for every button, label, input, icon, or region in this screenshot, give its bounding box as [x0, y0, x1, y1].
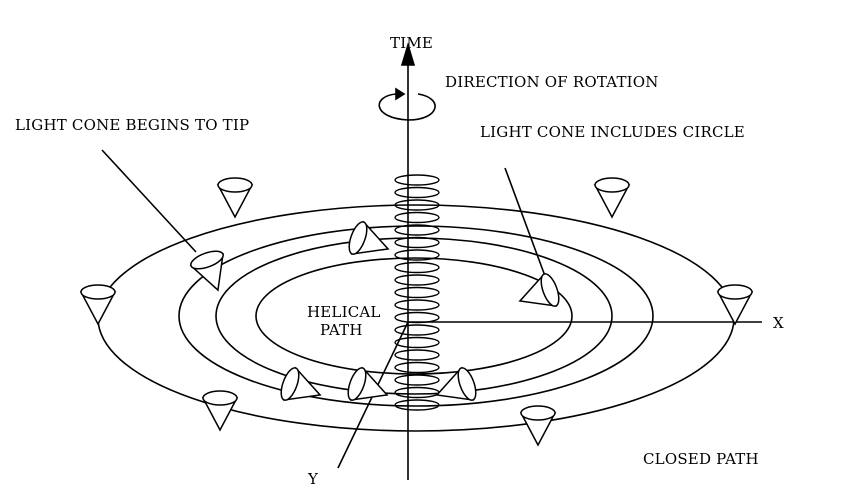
helical-label-2: PATH	[320, 321, 363, 339]
orbit-3	[215, 237, 613, 395]
x-label: X	[773, 314, 784, 332]
direction-label: DIRECTION OF ROTATION	[445, 73, 659, 91]
rotation-arrowhead	[395, 87, 406, 101]
light-cone-icon	[280, 366, 322, 401]
light-cone-icon	[216, 177, 254, 219]
helix-coil	[394, 399, 440, 411]
leader-includes	[504, 167, 546, 277]
light-cones	[79, 177, 754, 447]
closed-path-label: CLOSED PATH	[643, 450, 759, 468]
helical-path	[394, 174, 440, 411]
helix-coil	[394, 361, 440, 374]
helix-coil	[394, 199, 440, 211]
helix-coil	[394, 236, 440, 249]
helix-coil	[394, 386, 440, 399]
light-cone-icon	[518, 272, 560, 307]
includes-label: LIGHT CONE INCLUDES CIRCLE	[480, 123, 745, 141]
orbit-inner	[255, 257, 573, 375]
light-cone-icon	[79, 284, 117, 326]
light-cone-icon	[435, 366, 477, 401]
light-cone-icon	[201, 390, 239, 432]
light-cone-icon	[347, 366, 389, 401]
light-cone-icon	[519, 405, 557, 447]
leader-tip	[101, 149, 197, 253]
helix-coil	[394, 299, 440, 311]
helix-coil	[394, 224, 440, 236]
helix-coil	[394, 274, 440, 286]
time-label: TIME	[390, 34, 434, 52]
helix-coil	[394, 249, 440, 261]
helix-coil	[394, 186, 440, 199]
helix-coil	[394, 261, 440, 274]
light-cone-icon	[189, 250, 224, 292]
light-cone-icon	[593, 177, 631, 219]
light-cone-icon	[348, 220, 390, 255]
helix-coil	[394, 324, 440, 336]
light-cone-icon	[716, 284, 754, 326]
time-arrow	[400, 42, 416, 66]
helical-label-1: HELICAL	[307, 303, 381, 321]
rotation-arrow-icon	[378, 93, 436, 121]
helix-coil	[394, 286, 440, 299]
orbit-2	[178, 225, 654, 407]
helix-coil	[394, 311, 440, 324]
helix-coil	[394, 374, 440, 386]
y-label: Y	[308, 470, 319, 488]
helix-coil	[394, 336, 440, 349]
helix-coil	[394, 211, 440, 224]
helix-coil	[394, 349, 440, 361]
tip-label: LIGHT CONE BEGINS TO TIP	[15, 116, 250, 134]
helix-coil	[394, 174, 440, 186]
